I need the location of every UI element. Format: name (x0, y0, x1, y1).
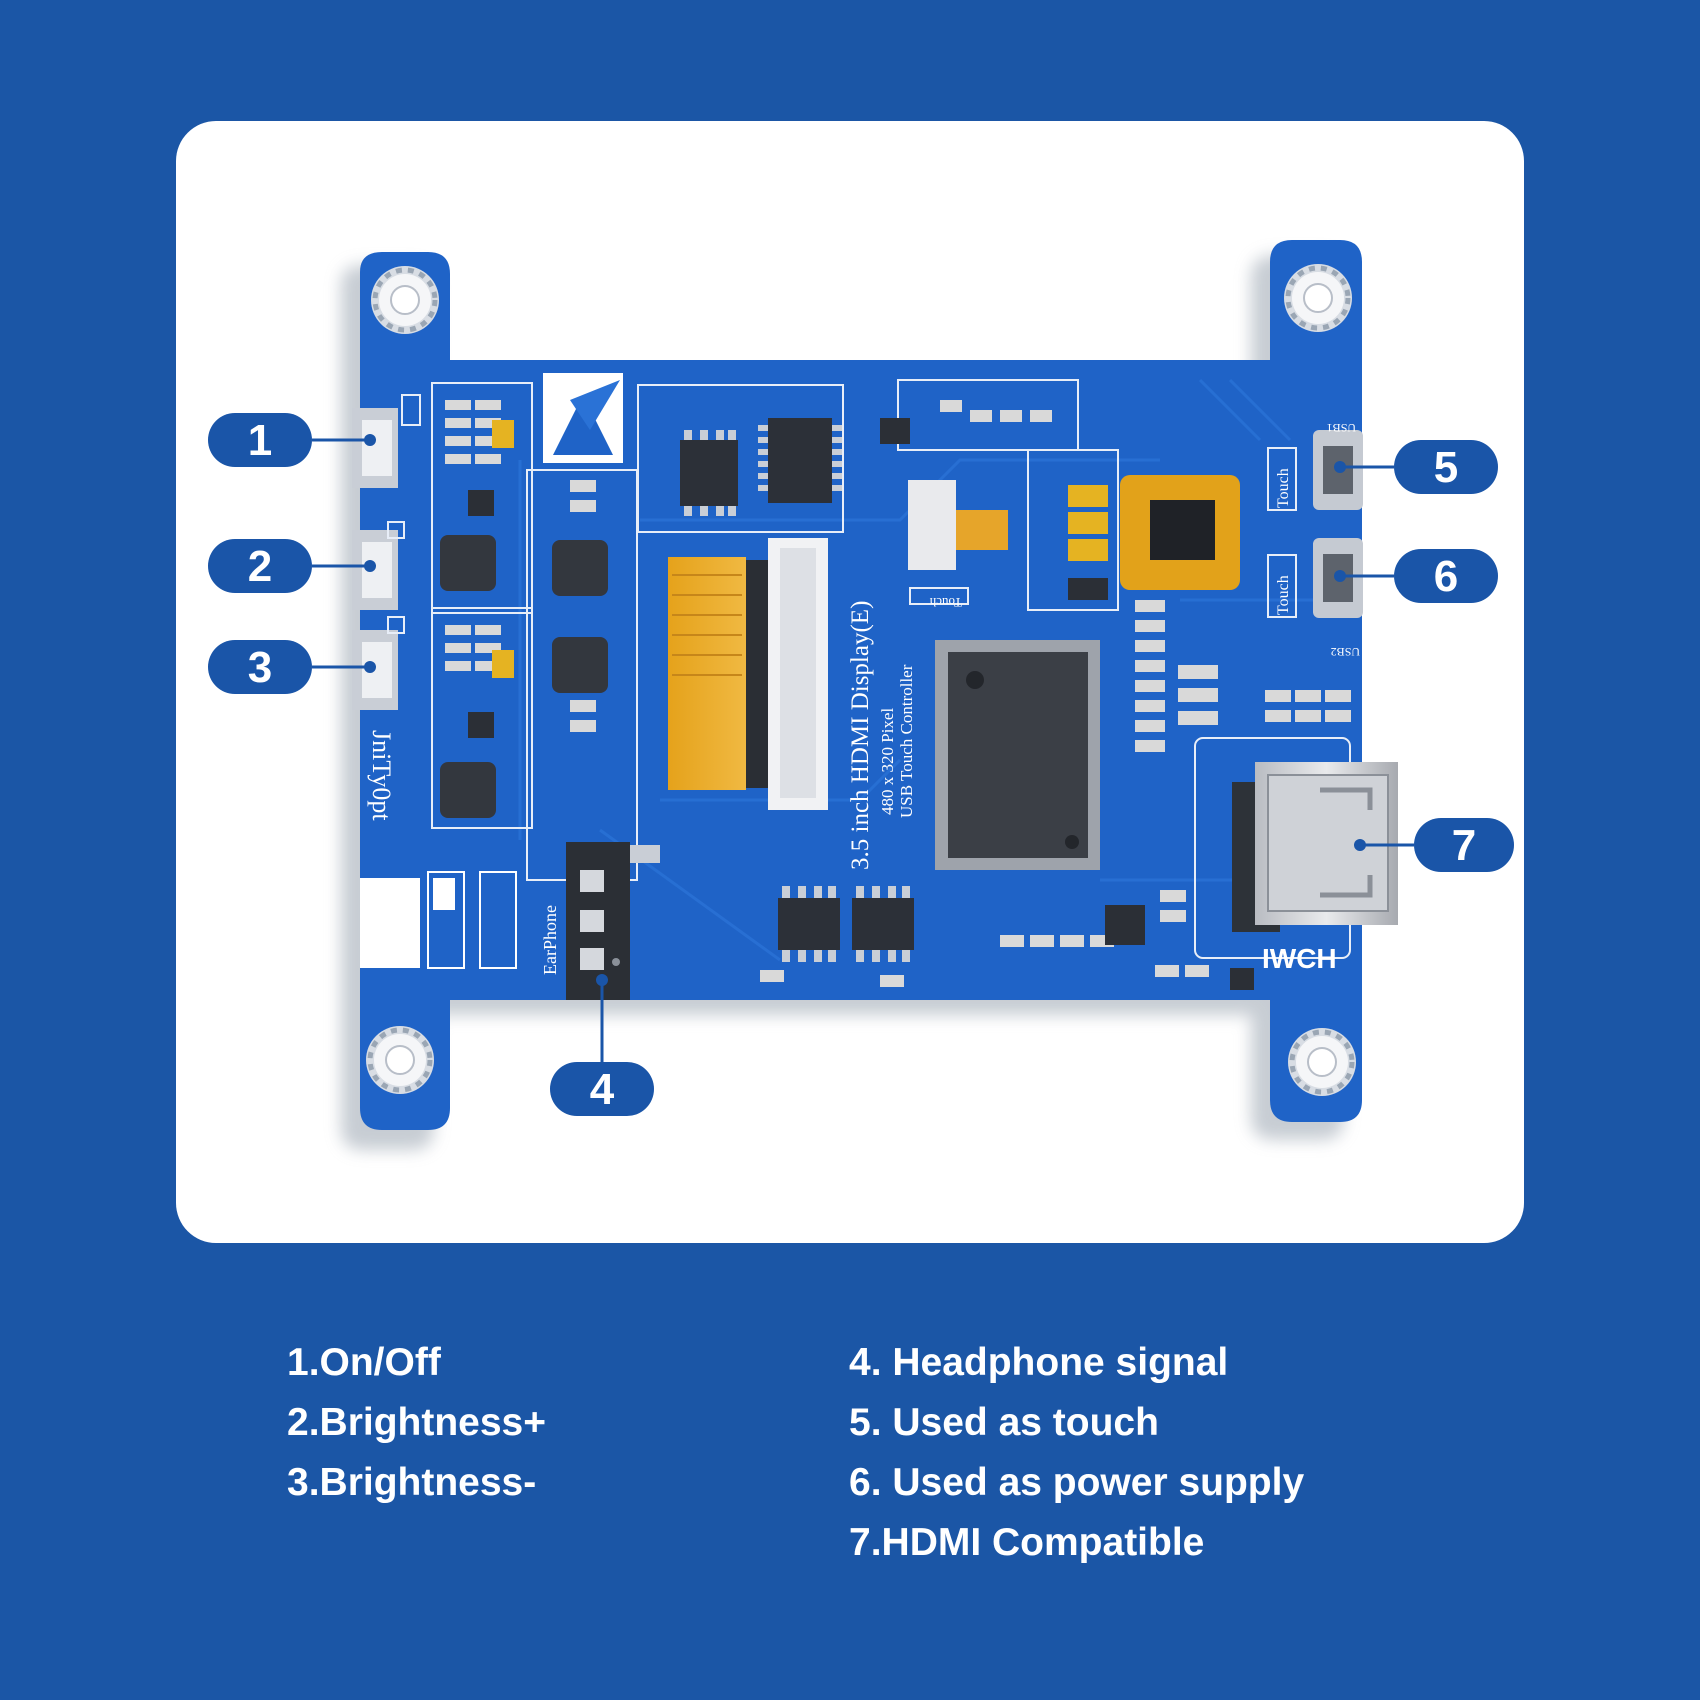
touch-controller-chip (1120, 475, 1240, 590)
callout-6: 6 (1394, 549, 1498, 603)
usb1-touch-label: Touch (1275, 468, 1292, 508)
maker-mark: IWCH (1262, 943, 1337, 974)
callout-5: 5 (1394, 440, 1498, 494)
callout-lines (312, 438, 1414, 1062)
callout-7: 7 (1414, 818, 1514, 872)
inductors (440, 535, 608, 818)
legend-item-on-off: 1.On/Off (287, 1341, 441, 1384)
legend-item-hdmi: 7.HDMI Compatible (849, 1521, 1205, 1564)
mounting-holes (366, 264, 1356, 1096)
earphone-jack (566, 842, 660, 1000)
silkscreen-patches (360, 871, 517, 969)
usb2-label: USB2 (1331, 645, 1360, 659)
passive-components (445, 400, 1351, 990)
ic-chips (680, 418, 914, 962)
brand-label: JniTy0pt (367, 730, 396, 821)
usb2-touch-label: Touch (1275, 575, 1292, 615)
svg-text:3: 3 (248, 643, 272, 692)
earphone-label: EarPhone (540, 905, 560, 975)
legend-item-touch: 5. Used as touch (849, 1401, 1159, 1444)
legend-item-headphone: 4. Headphone signal (849, 1341, 1229, 1384)
resolution-label: 480 x 320 Pixel (878, 708, 897, 815)
callout-3: 3 (208, 640, 312, 694)
svg-text:5: 5 (1434, 443, 1458, 492)
touch-fpc-connector (908, 480, 1008, 605)
svg-text:7: 7 (1452, 821, 1476, 870)
usb1-label: USB1 (1327, 421, 1356, 435)
callout-4: 4 (550, 1062, 654, 1116)
ffc-ribbon-connector (668, 538, 828, 810)
callout-dots (364, 434, 1366, 986)
feature-legend: 1.On/Off 2.Brightness+ 3.Brightness- 4. … (0, 1333, 1700, 1593)
silkscreen-text: 3.5 inch HDMI Display(E) 480 x 320 Pixel… (367, 421, 1360, 975)
touch-small-label: Touch (929, 595, 962, 610)
legend-item-brightness-down: 3.Brightness- (287, 1461, 537, 1504)
svg-text:2: 2 (248, 542, 272, 591)
touch-controller-label: USB Touch Controller (897, 664, 916, 818)
legend-column-right: 4. Headphone signal 5. Used as touch 6. … (849, 1333, 1304, 1573)
legend-column-left: 1.On/Off 2.Brightness+ 3.Brightness- (287, 1333, 546, 1513)
svg-text:6: 6 (1434, 552, 1458, 601)
callout-1: 1 (208, 413, 312, 467)
svg-text:1: 1 (248, 416, 272, 465)
legend-item-brightness-up: 2.Brightness+ (287, 1401, 547, 1444)
callout-2: 2 (208, 539, 312, 593)
warning-logo-icon (543, 373, 623, 463)
hdmi-port (1232, 762, 1398, 932)
legend-item-power: 6. Used as power supply (849, 1461, 1305, 1504)
svg-text:4: 4 (590, 1065, 615, 1114)
button-switches (352, 394, 421, 710)
model-label: 3.5 inch HDMI Display(E) (847, 601, 874, 870)
main-controller-chip (935, 640, 1100, 870)
